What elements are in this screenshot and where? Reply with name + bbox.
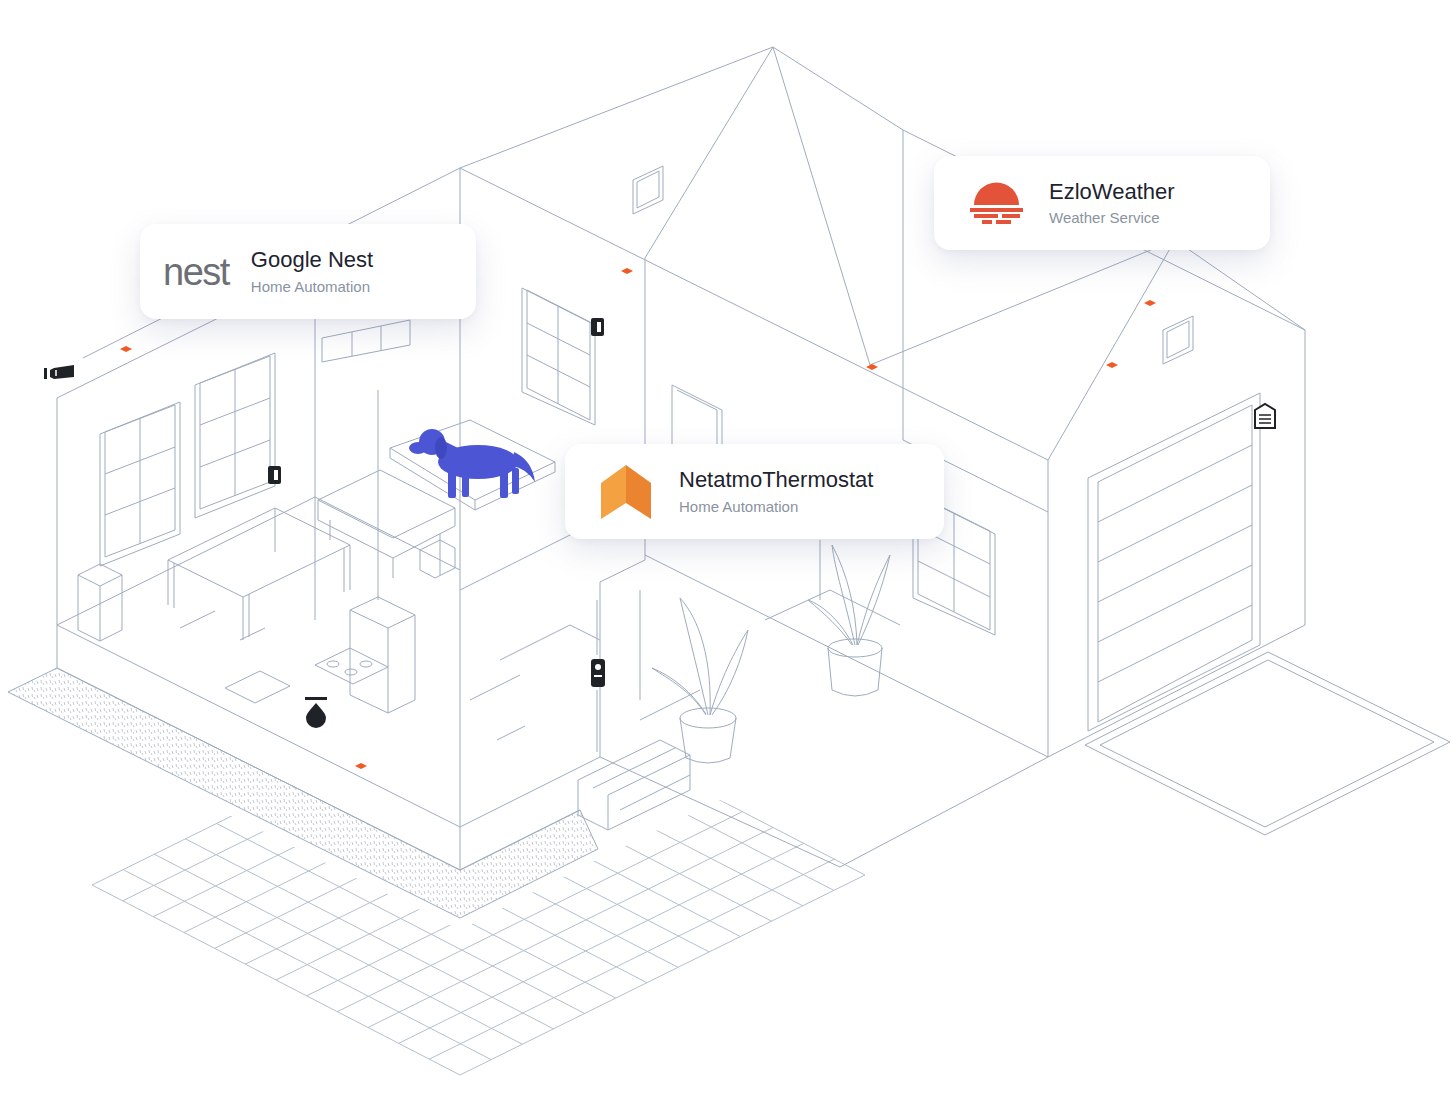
dog-leg [462, 472, 469, 497]
bench [318, 470, 455, 578]
card-text: NetatmoThermostatHome Automation [679, 467, 873, 515]
doorbell-icon [591, 659, 605, 687]
paving-line [460, 875, 865, 1075]
thermostat-icon [601, 465, 651, 519]
fridge [78, 564, 122, 641]
floor-slab [57, 497, 1048, 870]
marker [1144, 300, 1156, 306]
card-subtitle: Home Automation [679, 498, 873, 516]
porch-steps [578, 740, 690, 830]
doorbell-camera [595, 664, 601, 670]
doorbell-detail [594, 675, 602, 677]
dog-ear [435, 437, 447, 459]
integration-card: NetatmoThermostatHome Automation [565, 444, 944, 539]
card-icon: nest [163, 253, 229, 291]
dog-leg [500, 470, 508, 498]
marker [355, 763, 367, 769]
garage-icon-lines [1259, 415, 1271, 423]
garage-icon [1255, 404, 1275, 428]
marker [866, 364, 878, 370]
camera-icon [44, 365, 74, 379]
marker [1106, 362, 1118, 368]
attic-window [633, 166, 1193, 364]
gravel-strip [8, 668, 598, 918]
kitchen-counter [315, 597, 415, 713]
driveway [1085, 652, 1450, 835]
plant-leaves [808, 545, 890, 645]
thermostat-icon-left [601, 465, 626, 519]
window [322, 320, 410, 362]
card-text: EzloWeatherWeather Service [1049, 179, 1175, 227]
card-title: EzloWeather [1049, 179, 1175, 205]
card-subtitle: Weather Service [1049, 209, 1175, 227]
dog-bed [390, 420, 555, 510]
window [100, 402, 180, 566]
paving-line [92, 685, 497, 885]
door-sensor-detail [274, 470, 278, 480]
wall-lines [57, 168, 1305, 870]
dog-leg [512, 468, 519, 494]
plant-leaves [652, 598, 748, 715]
stove-burner [360, 661, 372, 667]
marker [621, 268, 633, 274]
camera-lens [55, 370, 57, 376]
card-subtitle: Home Automation [251, 278, 373, 296]
device-icons [44, 318, 1275, 728]
dog [409, 429, 535, 498]
window [195, 353, 275, 518]
marker [120, 346, 132, 352]
card-title: Google Nest [251, 247, 373, 273]
weather-icon-sun [974, 183, 1019, 206]
plant-pot-rim [828, 639, 882, 657]
sensor-markers [120, 268, 1156, 769]
door-sensor-icon [591, 318, 604, 336]
window [522, 288, 595, 425]
card-title: NetatmoThermostat [679, 467, 873, 493]
stove-burner [345, 669, 357, 675]
stove-burner [327, 661, 339, 667]
water-sensor-bar [305, 697, 327, 700]
plant-pot-rim [680, 708, 736, 728]
card-icon [968, 180, 1025, 226]
door-sensor-detail [597, 322, 601, 332]
brand-logo: nest [163, 253, 229, 291]
floor-plan-marks [180, 590, 700, 752]
weather-icon [968, 180, 1025, 226]
house-wireframe [8, 47, 1450, 918]
integration-card: EzloWeatherWeather Service [934, 156, 1270, 250]
water-sensor-drop [306, 703, 326, 728]
thermostat-icon-right [626, 465, 651, 519]
dog-snout [409, 442, 427, 454]
dog-tail [512, 452, 535, 482]
card-text: Google NestHome Automation [251, 247, 373, 295]
integration-card: nest Google NestHome Automation [140, 224, 476, 319]
garage-door [1088, 393, 1260, 731]
door-sensor-icon [268, 466, 281, 484]
dog-leg [448, 470, 456, 498]
weather-icon-bars [970, 208, 1023, 224]
plant-pot [828, 648, 882, 696]
card-icon [601, 465, 651, 519]
